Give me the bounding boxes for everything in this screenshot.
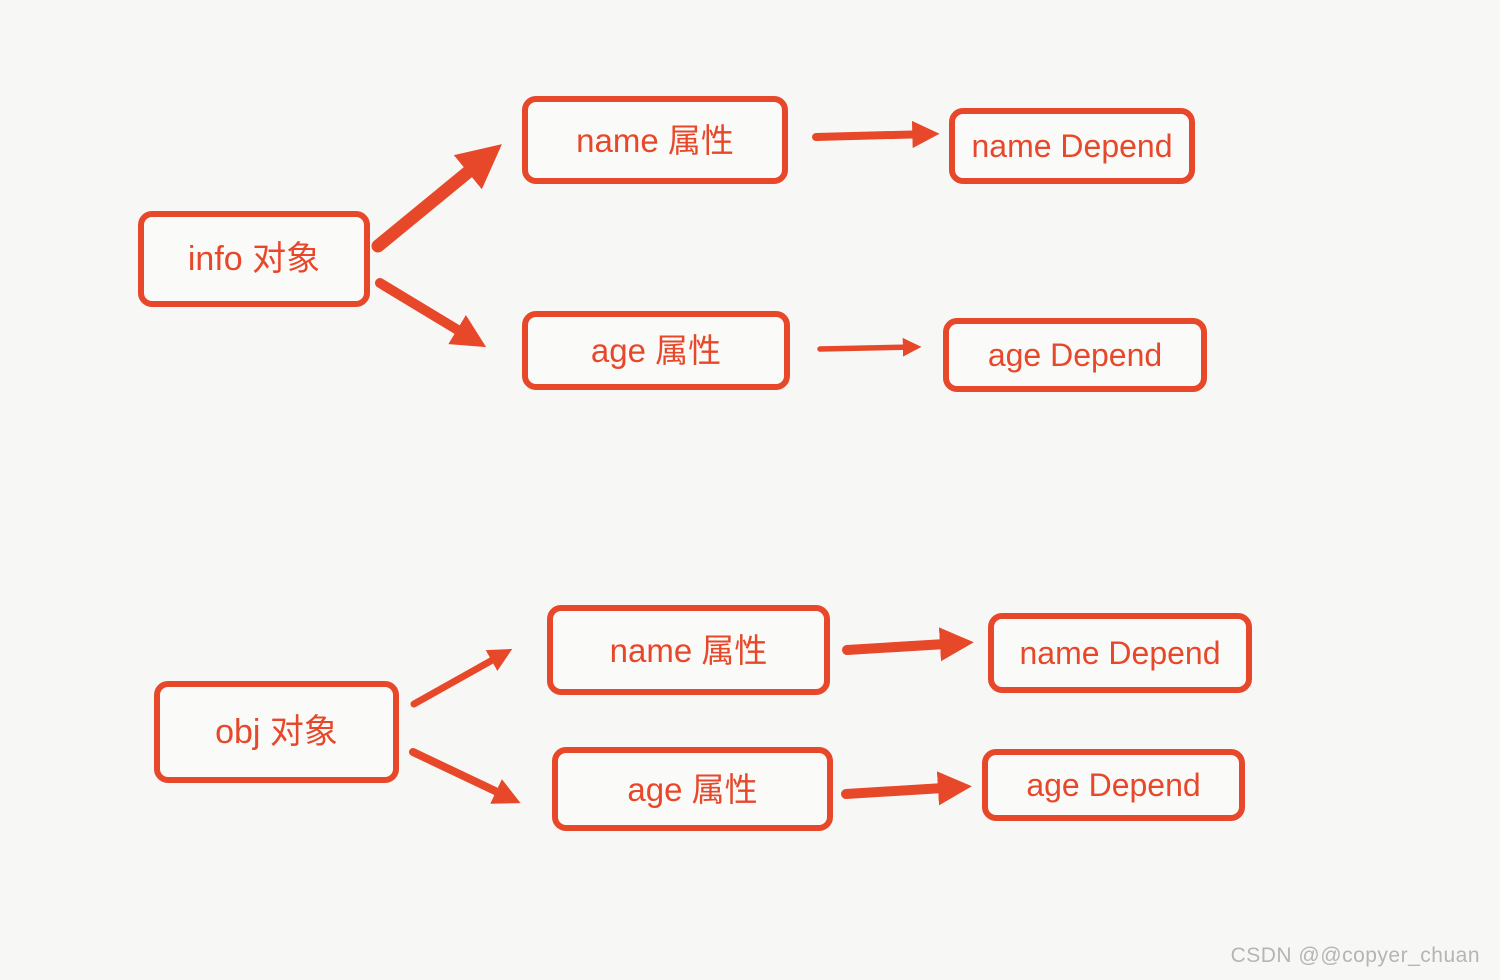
node-bottom-age-attr[interactable]: age 属性: [552, 747, 833, 831]
node-top-name-depend[interactable]: name Depend: [949, 108, 1195, 184]
csdn-watermark: CSDN @@copyer_chuan: [1230, 944, 1480, 967]
arrow-obj-to-name-attr: [410, 648, 513, 708]
arrow-bottom-name-attr-to-depend: [842, 627, 974, 662]
node-bottom-age-depend[interactable]: age Depend: [982, 749, 1245, 821]
arrow-top-name-attr-to-depend: [812, 120, 940, 149]
arrow-bottom-age-attr-to-depend: [841, 771, 972, 806]
arrow-info-to-age-attr: [375, 278, 487, 348]
node-top-name-attr[interactable]: name 属性: [522, 96, 788, 184]
node-top-age-depend[interactable]: age Depend: [943, 318, 1207, 392]
arrow-obj-to-age-attr: [409, 748, 521, 804]
node-obj-object[interactable]: obj 对象: [154, 681, 399, 783]
node-info-object[interactable]: info 对象: [138, 211, 370, 307]
node-bottom-name-depend[interactable]: name Depend: [988, 613, 1252, 693]
node-bottom-name-attr[interactable]: name 属性: [547, 605, 830, 695]
node-top-age-attr[interactable]: age 属性: [522, 311, 790, 390]
arrow-info-to-name-attr: [371, 144, 502, 253]
arrow-top-age-attr-to-depend: [817, 337, 922, 357]
